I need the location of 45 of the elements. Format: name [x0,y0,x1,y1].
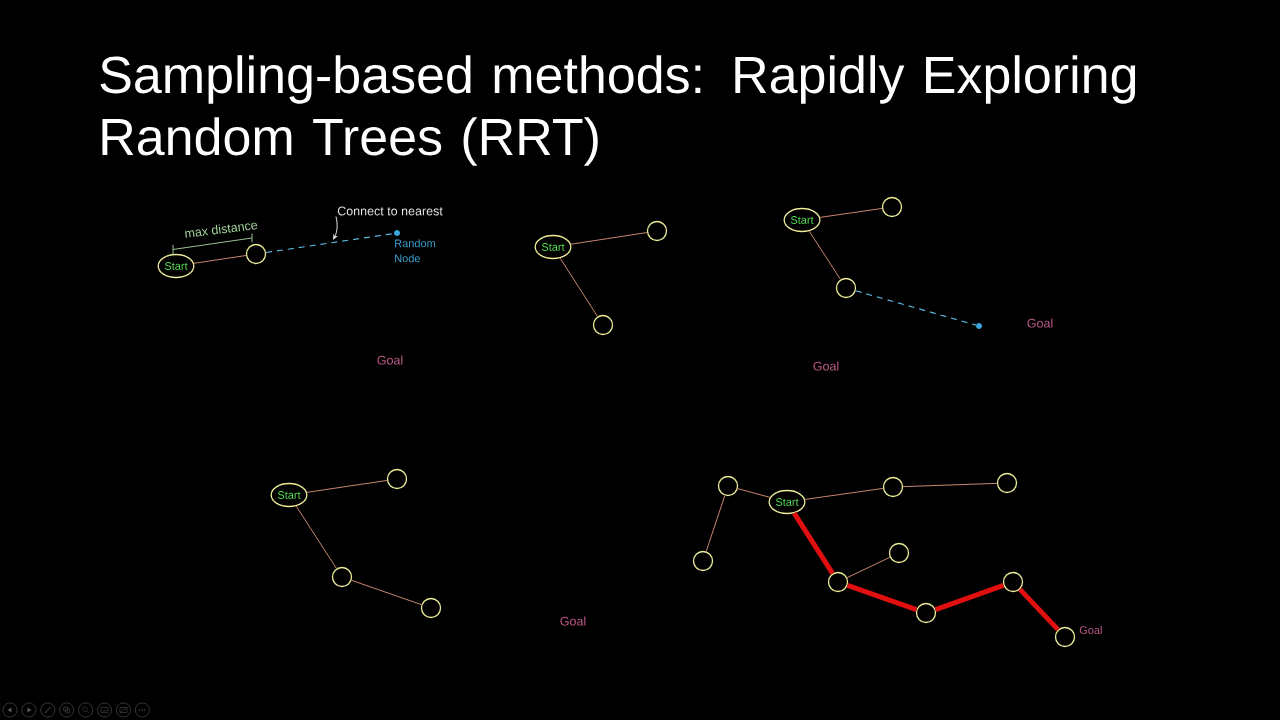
highlighted-path [792,511,835,575]
tree-edge [193,255,247,264]
goal-label: Goal [560,616,586,626]
tree-edge [295,505,337,569]
node-circle [592,314,614,336]
node-circle [1002,571,1024,593]
node-circle [420,597,442,619]
annotation-text: Connect to nearest [337,206,443,216]
node-circle [996,472,1018,494]
node-circle [692,550,714,572]
node-circle [915,602,937,624]
tree-edge [846,556,891,579]
tree-edge [705,495,726,552]
slide-title: Sampling-based methods: Rapidly Exploring Random Trees (RRT) [100,55,1136,166]
goal-label: Goal [1027,318,1053,328]
node-label: Random Node [395,239,436,263]
tree-edge [819,207,883,218]
tree-edge [808,230,841,280]
node-circle [827,571,849,593]
leader-arrow [333,216,338,240]
tree-edge [559,257,599,317]
dimension-label: max distance [185,222,258,238]
tree-edge [902,482,998,488]
node-label: Goal [1079,625,1102,635]
tree-edge [306,480,388,493]
node-circle [386,468,408,490]
node-circle [331,566,353,588]
node-circle [717,475,739,497]
highlighted-path [934,583,1005,612]
goal-label: Goal [377,355,403,365]
node-circle [888,542,910,564]
tree-edge [737,488,771,498]
highlighted-path [846,583,918,612]
node-circle [245,243,267,265]
node-circle [882,476,904,498]
highlighted-path [1018,587,1060,632]
node-circle [881,196,903,218]
tree-edge [351,579,422,606]
node-circle [835,277,857,299]
node-circle [1054,626,1076,648]
goal-label: Goal [813,361,839,371]
dashed-line [855,290,977,326]
tree-edge [804,487,884,500]
tree-edge [570,232,648,245]
node-circle [646,220,668,242]
